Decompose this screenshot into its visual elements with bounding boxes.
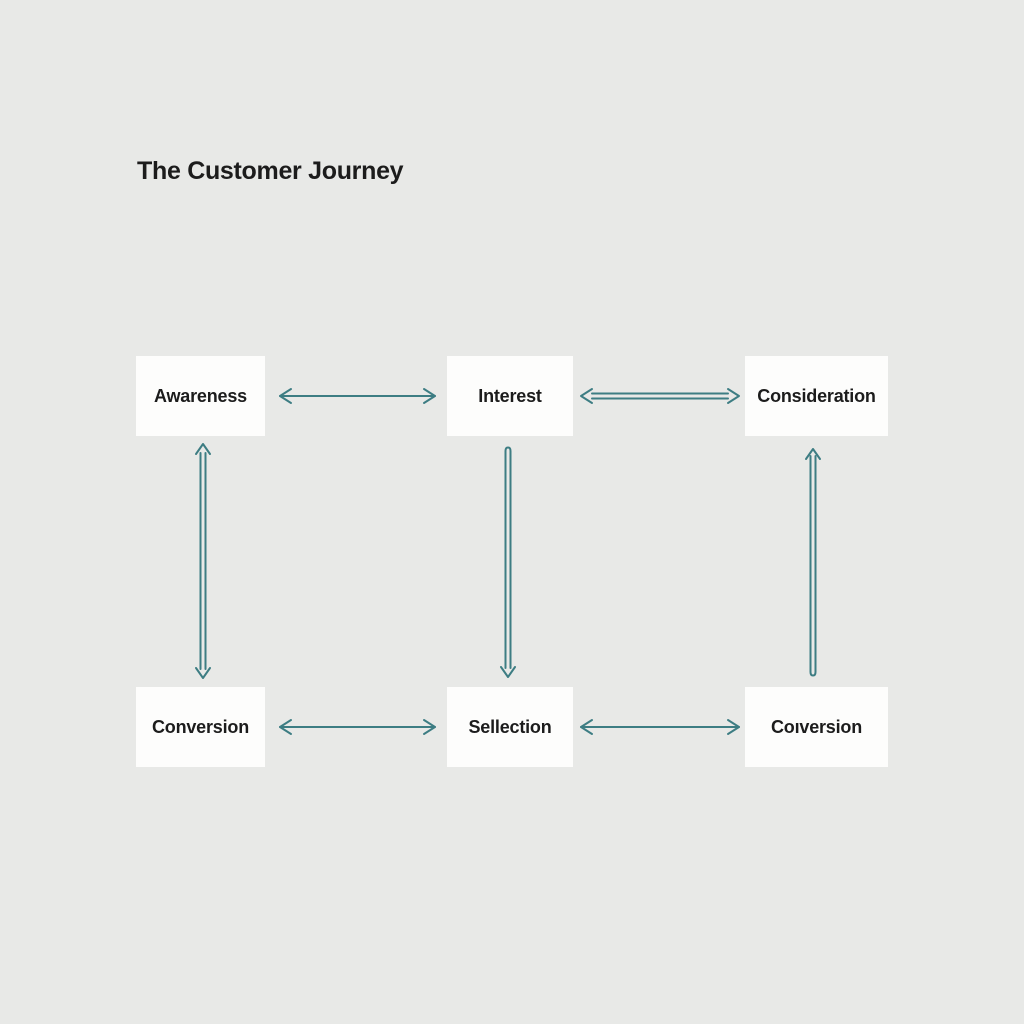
arrow-selection-conversion <box>580 719 740 735</box>
node-interest-label: Interest <box>478 385 542 406</box>
arrow-awareness-conversion <box>195 443 211 679</box>
arrow-awareness-interest <box>279 388 436 404</box>
arrow-interest-selection <box>500 446 516 678</box>
arrow-conversion-consideration <box>805 448 821 677</box>
node-conversion-left-label: Conversion <box>151 716 250 737</box>
node-awareness: Awareness <box>136 356 265 436</box>
node-conversion-left: Conversion <box>136 687 265 767</box>
node-consideration-label: Consideration <box>757 385 876 406</box>
node-selection-label: Sellection <box>468 716 552 737</box>
node-consideration: Consideration <box>745 356 888 436</box>
node-interest: Interest <box>447 356 573 436</box>
node-conversion-right-label: Coıversion <box>770 716 863 737</box>
node-selection: Sellection <box>447 687 573 767</box>
node-awareness-label: Awareness <box>154 385 247 406</box>
diagram-title: The Customer Journey <box>137 157 404 185</box>
node-conversion-right: Coıversion <box>745 687 888 767</box>
arrow-conversion-selection <box>279 719 436 735</box>
arrow-interest-consideration <box>580 388 740 404</box>
